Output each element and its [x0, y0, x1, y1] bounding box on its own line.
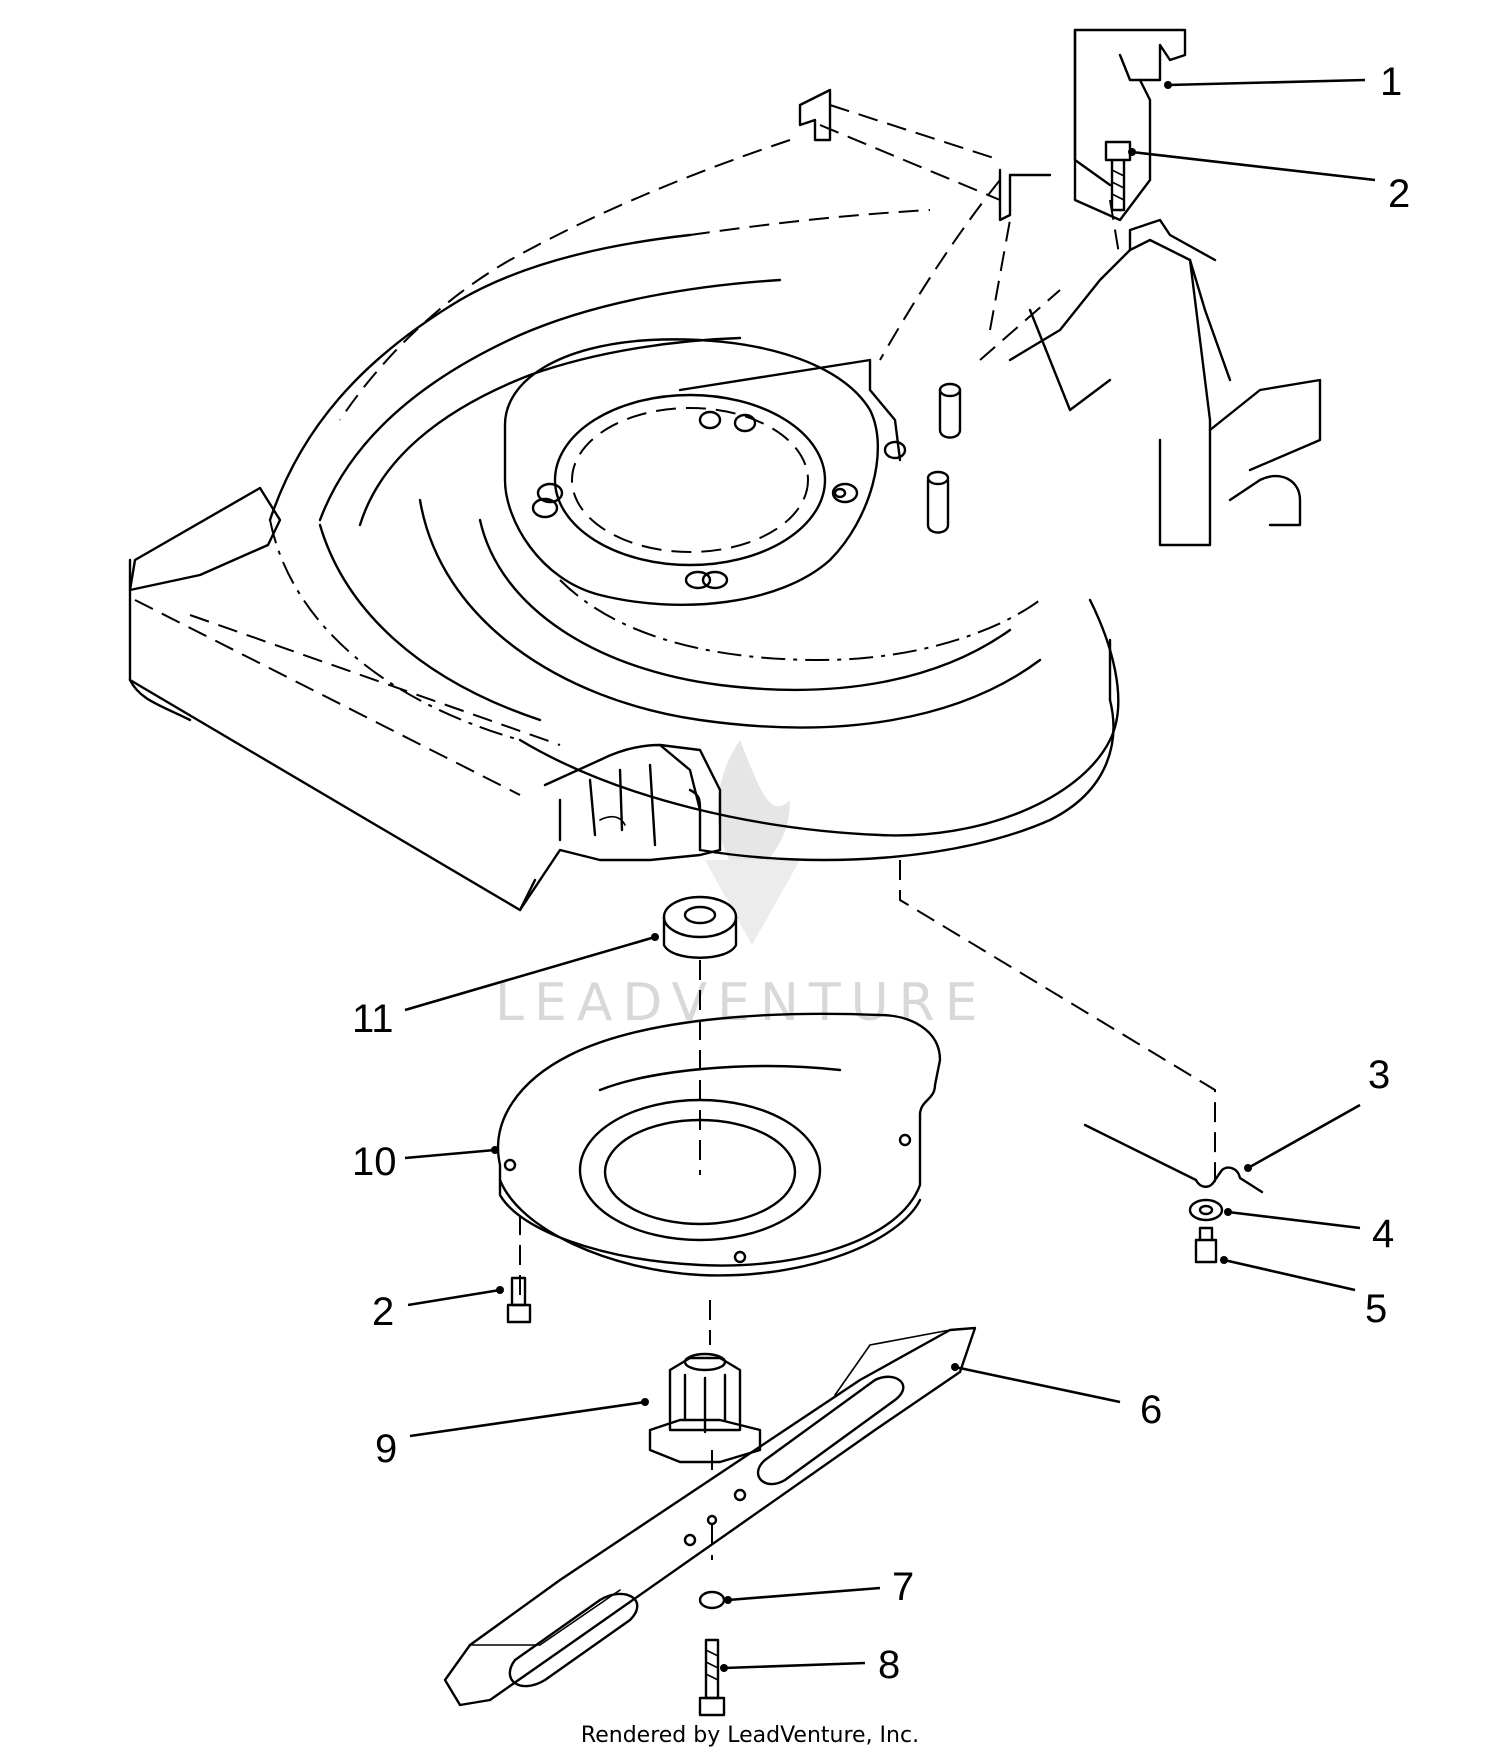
callout-10: 10 — [352, 1140, 397, 1184]
part-6-blade — [443, 1326, 977, 1707]
leader-lines — [404, 78, 1376, 1672]
callout-2-lower: 2 — [372, 1290, 394, 1334]
callout-6: 6 — [1140, 1388, 1162, 1432]
watermark-text: LEADVENTURE — [495, 973, 988, 1033]
part-2-bolt-lower — [506, 1276, 532, 1324]
leader-2-upper — [1131, 150, 1376, 182]
callout-9: 9 — [375, 1427, 397, 1471]
leader-8 — [723, 1661, 866, 1670]
footer-credit: Rendered by LeadVenture, Inc. — [581, 1723, 919, 1748]
part-5-bolt — [1194, 1226, 1218, 1264]
part-9-blade-adapter — [648, 1352, 762, 1464]
leader-1 — [1167, 78, 1366, 87]
alignment-lines — [519, 860, 1216, 1560]
part-11-spacer — [662, 895, 738, 959]
callout-11: 11 — [352, 997, 394, 1041]
leader-7 — [727, 1586, 881, 1602]
callout-3: 3 — [1368, 1053, 1390, 1097]
part-2-bolt-upper — [1104, 140, 1132, 212]
leader-5 — [1223, 1258, 1356, 1292]
part-1-hinge-bracket — [1073, 28, 1187, 222]
leader-10 — [404, 1148, 496, 1160]
callout-1: 1 — [1380, 60, 1402, 104]
part-10-baffle — [496, 1012, 942, 1277]
callout-8: 8 — [878, 1643, 900, 1687]
leader-4 — [1227, 1210, 1361, 1230]
watermark: LEADVENTURE — [495, 740, 988, 1033]
part-4-washer — [1188, 1198, 1224, 1222]
leader-11 — [404, 935, 656, 1012]
leader-6 — [954, 1365, 1121, 1404]
callout-2-upper: 2 — [1388, 172, 1410, 216]
callout-5: 5 — [1365, 1287, 1387, 1331]
part-8-blade-bolt — [698, 1638, 726, 1717]
mower-deck — [128, 88, 1322, 912]
leader-9 — [409, 1400, 646, 1438]
leader-2-lower — [407, 1288, 501, 1307]
callout-7: 7 — [892, 1565, 914, 1609]
part-7-washer — [698, 1590, 726, 1610]
callout-4: 4 — [1372, 1212, 1394, 1256]
leader-3 — [1247, 1103, 1361, 1170]
engine-mount-holes — [531, 410, 907, 590]
part-3-spring — [1083, 1123, 1264, 1194]
callouts: 1 2 3 4 5 6 7 8 9 10 11 2 — [352, 60, 1410, 1687]
